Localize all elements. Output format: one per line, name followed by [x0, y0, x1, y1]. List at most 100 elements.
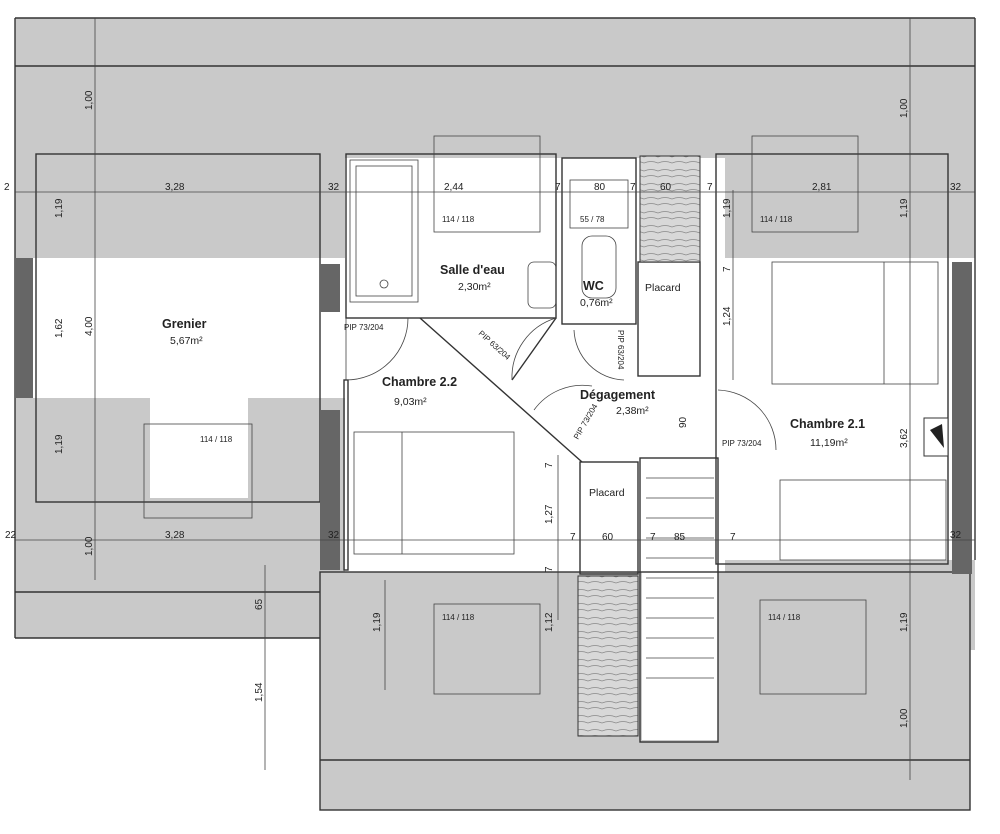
bed-ch21 — [771, 261, 939, 385]
chambre22-name: Chambre 2.2 — [382, 375, 457, 389]
sink — [527, 261, 557, 309]
window-bottom-right — [759, 599, 867, 695]
door-ch21-label: PIP 73/204 — [722, 439, 762, 448]
chambre21-name: Chambre 2.1 — [790, 417, 865, 431]
dim-7-e: 7 — [650, 532, 656, 543]
dim-1-00-br: 1,00 — [899, 708, 910, 728]
dim-1-12: 1,12 — [544, 612, 555, 632]
grenier-floor — [36, 258, 320, 398]
dim-1-62: 1,62 — [54, 318, 65, 338]
dim-1-19-b: 1,19 — [372, 612, 383, 632]
dim-60-top: 60 — [660, 182, 672, 193]
placard-bottom-name: Placard — [589, 487, 625, 499]
door-grenier — [345, 317, 409, 381]
dim-7-f: 7 — [730, 532, 736, 543]
dim-1-19-br: 1,19 — [899, 612, 910, 632]
partition-wc — [561, 157, 637, 325]
dim-7-r: 7 — [722, 266, 733, 272]
dim-80: 80 — [594, 182, 606, 193]
partition-ch21 — [715, 153, 949, 565]
grenier-wall — [35, 153, 321, 503]
degagement-name: Dégagement — [580, 388, 656, 402]
dim-1-19-l1: 1,19 — [54, 198, 65, 218]
dim-65: 65 — [254, 598, 265, 610]
degagement-area: 2,38m² — [616, 405, 649, 417]
door-ch21 — [717, 389, 777, 451]
bottom-roof-edge — [319, 571, 971, 811]
furniture — [349, 159, 949, 561]
dim-22: 22 — [5, 530, 17, 541]
dark-mid-1 — [320, 264, 340, 312]
grenier-lower — [150, 398, 248, 498]
dim-1-19-l2: 1,19 — [54, 434, 65, 454]
dim-3-28-bot: 3,28 — [165, 530, 185, 541]
dim-32-r1: 32 — [950, 182, 962, 193]
door-wc — [573, 329, 625, 381]
shower-drain — [379, 279, 389, 289]
bed-ch21b — [779, 479, 947, 561]
dim-32-a: 32 — [328, 182, 340, 193]
dim-7-m2: 7 — [544, 566, 555, 572]
window-top-left-label: 114 / 118 — [442, 215, 475, 224]
dim-7-b: 7 — [630, 182, 636, 193]
placard-bottom-wall — [579, 461, 639, 575]
window-wc — [569, 179, 629, 229]
shower — [349, 159, 419, 303]
stair-area — [642, 460, 718, 740]
dim-2-81: 2,81 — [812, 182, 832, 193]
dim-32-b: 32 — [328, 530, 340, 541]
bed-ch22 — [353, 431, 515, 555]
window-grenier-label: 114 / 118 — [200, 435, 233, 444]
roof-top-left — [15, 18, 345, 258]
dim-1-00-tr: 1,00 — [899, 98, 910, 118]
dim-1-00-tl: 1,00 — [84, 90, 95, 110]
dark-left — [15, 258, 33, 398]
dim-3-28-top: 3,28 — [165, 182, 185, 193]
dim-3-62: 3,62 — [899, 428, 910, 448]
wc-area: 0,76m² — [580, 297, 613, 309]
window-bottom-right-label: 114 / 118 — [768, 613, 801, 622]
wc-name: WC — [583, 279, 604, 293]
wood-shaft-bottom — [577, 575, 639, 737]
wc-floor — [566, 174, 634, 324]
dim-1-19-rm: 1,19 — [722, 198, 733, 218]
windows — [143, 135, 867, 695]
toilet — [581, 235, 617, 299]
dim-1-24: 1,24 — [722, 306, 733, 326]
chambre21-area: 11,19m² — [810, 437, 848, 449]
door-deg — [533, 384, 593, 411]
grenier-name: Grenier — [162, 317, 207, 331]
dim-7-c: 7 — [707, 182, 713, 193]
dim-7-m1: 7 — [544, 462, 555, 468]
door-salle — [511, 317, 557, 381]
window-wc-label: 55 / 78 — [580, 215, 605, 224]
dim-7-a: 7 — [555, 182, 561, 193]
window-top-right — [751, 135, 859, 233]
roof-top-right — [725, 18, 975, 258]
roof-top-middle — [345, 18, 725, 158]
doors — [345, 317, 777, 451]
salle-eau-name: Salle d'eau — [440, 263, 505, 277]
walls — [14, 17, 976, 811]
dim-1-19-r1: 1,19 — [899, 198, 910, 218]
window-bottom-left — [433, 603, 541, 695]
placard-top-name: Placard — [645, 282, 681, 294]
dim-7-d: 7 — [570, 532, 576, 543]
dim-85: 85 — [674, 532, 686, 543]
wood-shaft-top — [639, 155, 701, 263]
room-interiors — [36, 158, 950, 740]
chambre21-floor — [718, 258, 950, 560]
shower-inner — [355, 165, 413, 297]
dark-blocks — [15, 258, 972, 574]
roof-bottom-right — [725, 560, 975, 650]
window-grenier — [143, 423, 253, 519]
dimension-lines — [15, 18, 975, 780]
salle-floor — [346, 158, 556, 318]
dim-1-54: 1,54 — [254, 682, 265, 702]
door-salle-label: PIP 63/204 — [477, 329, 513, 362]
diag-wall-2 — [511, 317, 557, 381]
degagement-floor — [512, 330, 716, 462]
window-top-left — [433, 135, 541, 233]
stairs — [646, 477, 714, 679]
